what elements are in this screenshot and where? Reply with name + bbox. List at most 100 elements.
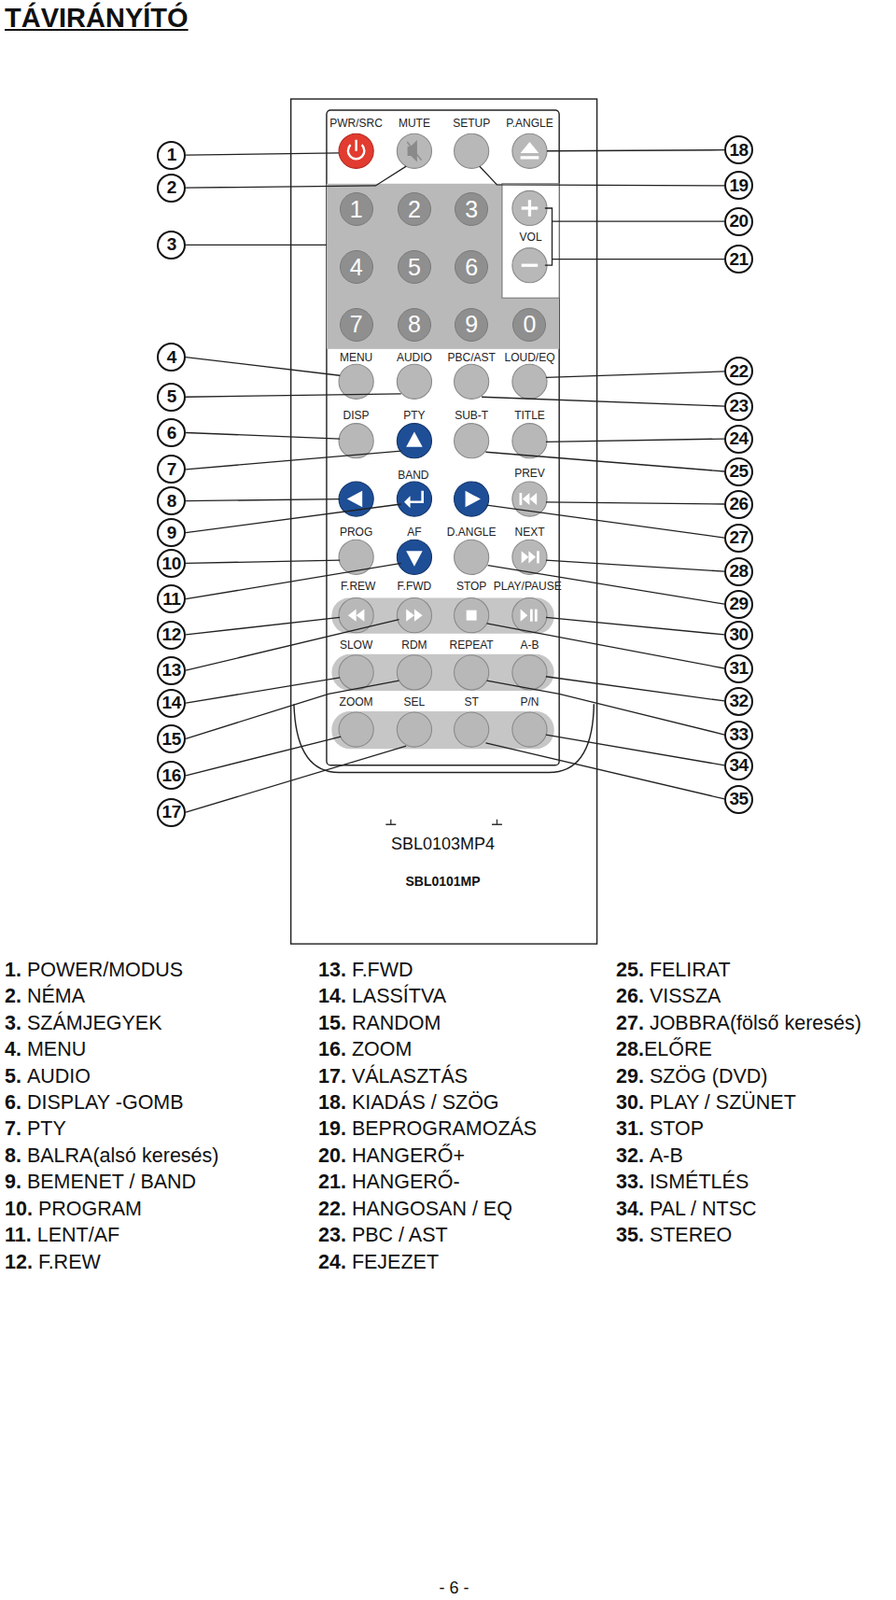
model-mark — [385, 819, 396, 825]
button-label: AF — [406, 526, 421, 539]
legend-text: NÉMA — [27, 985, 85, 1008]
legend-number: 29. — [616, 1065, 644, 1089]
leader-line — [185, 562, 402, 599]
legend-number: 27. — [616, 1012, 644, 1036]
button-icon — [522, 492, 531, 505]
button-label: SEL — [404, 697, 426, 710]
button-label: TITLE — [514, 410, 546, 423]
legend-text: PBC / AST — [351, 1224, 448, 1247]
legend-number: 35. — [616, 1224, 644, 1247]
legend-text: RANDOM — [351, 1012, 442, 1036]
remote-body — [326, 110, 560, 766]
grey-button — [512, 423, 547, 459]
legend-text: PTY — [27, 1119, 67, 1142]
grey-button — [512, 190, 547, 225]
callout-number: 14 — [156, 688, 186, 718]
button-icon — [528, 550, 536, 563]
legend-text: LASSÍTVA — [351, 985, 447, 1008]
button-label: PREV — [514, 468, 546, 481]
callout-number: 26 — [724, 490, 754, 519]
legend-number: 14. — [318, 985, 347, 1008]
digit-text: 0 — [523, 310, 537, 338]
callout-number: 2 — [156, 173, 186, 203]
legend-text: KIADÁS / SZÖG — [351, 1092, 500, 1115]
callout-text: 5 — [167, 386, 177, 407]
legend-number: 28. — [616, 1038, 644, 1062]
legend-number: 32. — [616, 1145, 644, 1168]
page-number: - 6 - — [439, 1580, 470, 1599]
callout-number: 6 — [156, 418, 186, 448]
key-pad — [326, 183, 560, 750]
callout-number: 10 — [156, 548, 186, 578]
power-button — [338, 133, 374, 168]
legend-number: 11. — [4, 1224, 32, 1247]
leader-line — [546, 560, 725, 572]
button-icon — [529, 492, 537, 505]
callout-text: 29 — [729, 593, 749, 615]
button-label: A-B — [519, 640, 539, 653]
button-label: VOL — [519, 231, 543, 244]
leader-line — [185, 677, 340, 703]
button-label: PLAY/PAUSE — [493, 580, 562, 593]
legend-number: 6. — [4, 1092, 22, 1115]
grey-button — [512, 598, 547, 633]
callout-text: 21 — [729, 249, 749, 270]
callout-text: 28 — [729, 560, 749, 582]
leader-line — [546, 502, 725, 504]
button-icon — [348, 609, 357, 622]
leader-line — [487, 623, 726, 669]
button-label: DISP — [343, 410, 370, 423]
callout-text: 19 — [729, 175, 749, 196]
legend-text: F.FWD — [351, 959, 414, 982]
legend-text: JOBBRA(fölső keresés) — [649, 1012, 862, 1036]
callout-text: 34 — [729, 755, 749, 776]
callout-number: 20 — [724, 207, 754, 237]
legend-number: 15. — [318, 1012, 347, 1036]
leader-line — [546, 616, 725, 635]
button-icon — [520, 141, 540, 154]
callout-number: 23 — [724, 392, 754, 421]
callout-text: 12 — [162, 624, 182, 645]
digit-button: 0 — [512, 308, 546, 342]
legend-text: SZÁMJEGYEK — [27, 1012, 163, 1036]
callout-number: 9 — [156, 518, 186, 547]
digit-text: 9 — [464, 310, 478, 338]
digit-text: 6 — [464, 253, 478, 281]
legend-number: 31. — [616, 1119, 644, 1142]
legend-text: STOP — [649, 1119, 704, 1142]
legend-text: BEPROGRAMOZÁS — [351, 1119, 537, 1142]
button-label: STOP — [456, 580, 487, 593]
callout-number: 13 — [156, 656, 186, 686]
grey-button — [512, 712, 547, 747]
legend-text: ZOOM — [351, 1038, 413, 1062]
key-pad — [331, 598, 554, 634]
grey-button — [454, 364, 490, 399]
callout-number: 24 — [724, 424, 754, 454]
legend-number: 25. — [616, 959, 644, 982]
legend-text: STEREO — [649, 1224, 732, 1247]
callout-number: 35 — [724, 784, 754, 814]
legend-number: 24. — [318, 1251, 347, 1274]
callout-number: 8 — [156, 486, 186, 516]
leader-line — [185, 680, 399, 739]
legend-text: FEJEZET — [351, 1251, 439, 1274]
legend-text: DISPLAY -GOMB — [27, 1092, 184, 1115]
grey-button — [396, 133, 432, 168]
button-label: F.REW — [340, 580, 376, 593]
digit-button: 1 — [339, 192, 374, 226]
grey-button — [338, 655, 374, 690]
remote-body — [294, 703, 594, 772]
button-label: P/N — [519, 697, 539, 710]
power-button — [338, 133, 374, 168]
grey-button — [454, 133, 490, 168]
legend-text: ISMÉTLÉS — [649, 1171, 749, 1194]
button-label: LOUD/EQ — [504, 351, 555, 364]
button-icon — [347, 141, 540, 622]
legend-number: 8. — [4, 1145, 22, 1168]
button-icon — [520, 609, 529, 622]
grey-button — [338, 133, 547, 747]
legend-number: 17. — [318, 1065, 347, 1089]
callout-number: 33 — [724, 720, 754, 750]
button-icon — [406, 609, 415, 622]
